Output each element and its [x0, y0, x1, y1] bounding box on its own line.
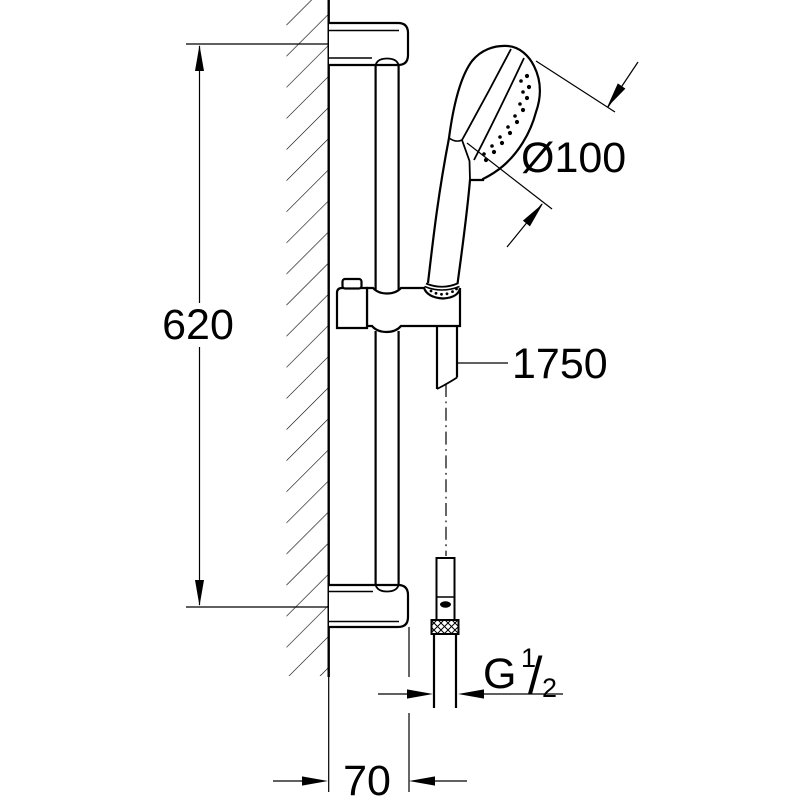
- arrow-right: [302, 776, 328, 786]
- holder-body: [365, 286, 462, 334]
- arrow-left: [458, 689, 484, 699]
- bottom-wall-bracket: [329, 583, 410, 629]
- arrow-right: [407, 689, 433, 699]
- thread-letter-label: G: [483, 650, 516, 698]
- shower-rail: [329, 21, 410, 629]
- arrow-left: [409, 776, 435, 786]
- hose-connector: [430, 557, 460, 708]
- dimension-1750: 1750: [457, 340, 608, 388]
- extension-line-lower: [466, 142, 553, 210]
- dimension-g-half: G 1 / 2: [378, 643, 563, 705]
- hose-length-label: 1750: [512, 340, 608, 388]
- wall-hatching: [286, 0, 329, 676]
- dimension-70: 70: [273, 627, 467, 800]
- glide-holder: [335, 277, 462, 334]
- arrow-lower: [522, 203, 543, 227]
- thread-slash-label: /: [528, 647, 543, 705]
- shower-hose-upper: [435, 326, 459, 556]
- handle-nut: [424, 282, 460, 296]
- top-wall-bracket: [329, 21, 410, 67]
- rail-length-label: 620: [162, 301, 234, 349]
- thread-numerator-label: 1: [521, 643, 536, 673]
- holder-knob-tab: [341, 277, 363, 290]
- arrow-upper: [607, 83, 626, 108]
- thread-denominator-label: 2: [542, 673, 557, 703]
- connector-body: [435, 557, 456, 621]
- head-diameter-label: Ø100: [521, 134, 626, 182]
- spray-nozzles: [482, 73, 532, 163]
- dimension-d100: Ø100: [466, 60, 639, 248]
- arrow-up: [195, 45, 204, 71]
- spray-face-seam: [461, 48, 512, 141]
- dimension-620: 620: [162, 43, 329, 608]
- hand-shower: [424, 44, 541, 296]
- wall-offset-label: 70: [343, 757, 391, 800]
- nut-knurling: [429, 287, 458, 296]
- holder-knob: [335, 286, 369, 330]
- face-notch: [461, 139, 471, 181]
- knurled-nut: [430, 619, 460, 635]
- arrow-down: [195, 580, 204, 606]
- wall-section: [286, 0, 330, 792]
- handle-collar: [448, 137, 463, 142]
- spray-face-rim: [473, 57, 525, 161]
- connector-slot: [440, 601, 451, 608]
- extension-line-upper: [535, 60, 616, 113]
- hose-break-cut: [436, 376, 458, 390]
- hand-shower-outline: [426, 44, 541, 285]
